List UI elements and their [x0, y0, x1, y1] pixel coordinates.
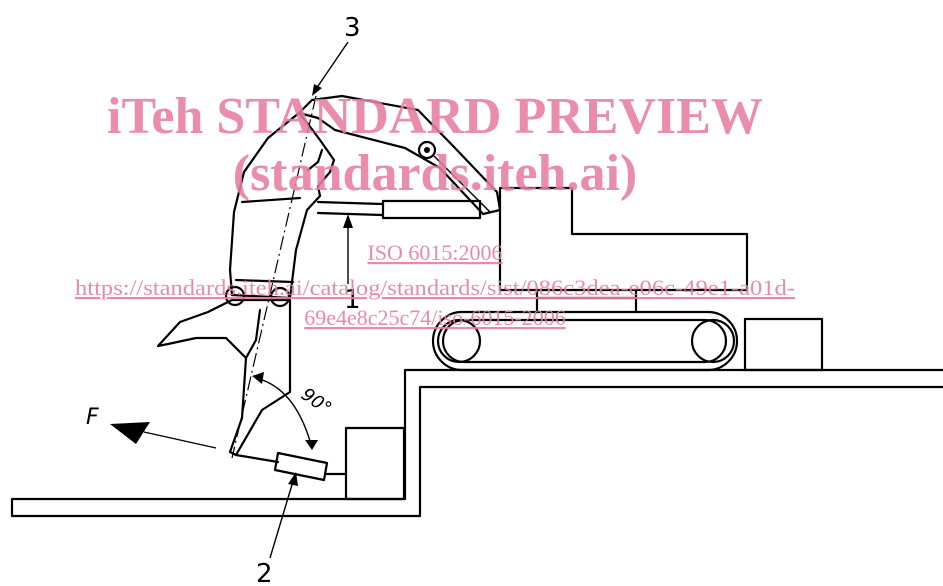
watermark-url-2: 69e4e8c25c74/iso-6015-2006	[304, 305, 566, 330]
pull-link	[234, 453, 348, 476]
bucket-centre-line	[231, 95, 317, 459]
bucket-pin-left	[224, 285, 246, 307]
force-arrowhead	[110, 422, 150, 444]
watermark-url-1: https://standards.iteh.ai/catalog/standa…	[75, 275, 795, 300]
anchor-block	[344, 426, 406, 501]
crawler-track	[431, 310, 739, 372]
callout-2: 2	[256, 559, 273, 586]
bucket-pin-right	[269, 286, 291, 308]
watermark-standard: ISO 6015:2006	[367, 240, 502, 265]
arm-cylinder	[316, 199, 482, 220]
watermark-title: iTeh STANDARD PREVIEW	[107, 88, 763, 145]
watermark-site: (standards.iteh.ai)	[233, 145, 637, 202]
counterweight-block	[743, 317, 824, 372]
ground-outline	[10, 368, 943, 518]
watermark: iTeh STANDARD PREVIEW (standards.iteh.ai…	[75, 88, 795, 330]
leader-3	[313, 41, 349, 93]
upper-structure	[498, 186, 749, 292]
arm	[228, 111, 336, 300]
callout-1: 1	[344, 285, 361, 315]
load-cell	[273, 451, 329, 482]
force-line	[143, 431, 217, 449]
boom	[297, 94, 502, 216]
callout-3: 3	[344, 13, 361, 43]
bucket	[156, 298, 292, 457]
angle-arc	[255, 377, 313, 449]
angle-label: 90°	[297, 384, 335, 420]
boom-pin	[417, 140, 437, 160]
force-label: F	[86, 405, 99, 430]
leader-2	[269, 477, 295, 559]
slewing-ring	[535, 288, 638, 314]
